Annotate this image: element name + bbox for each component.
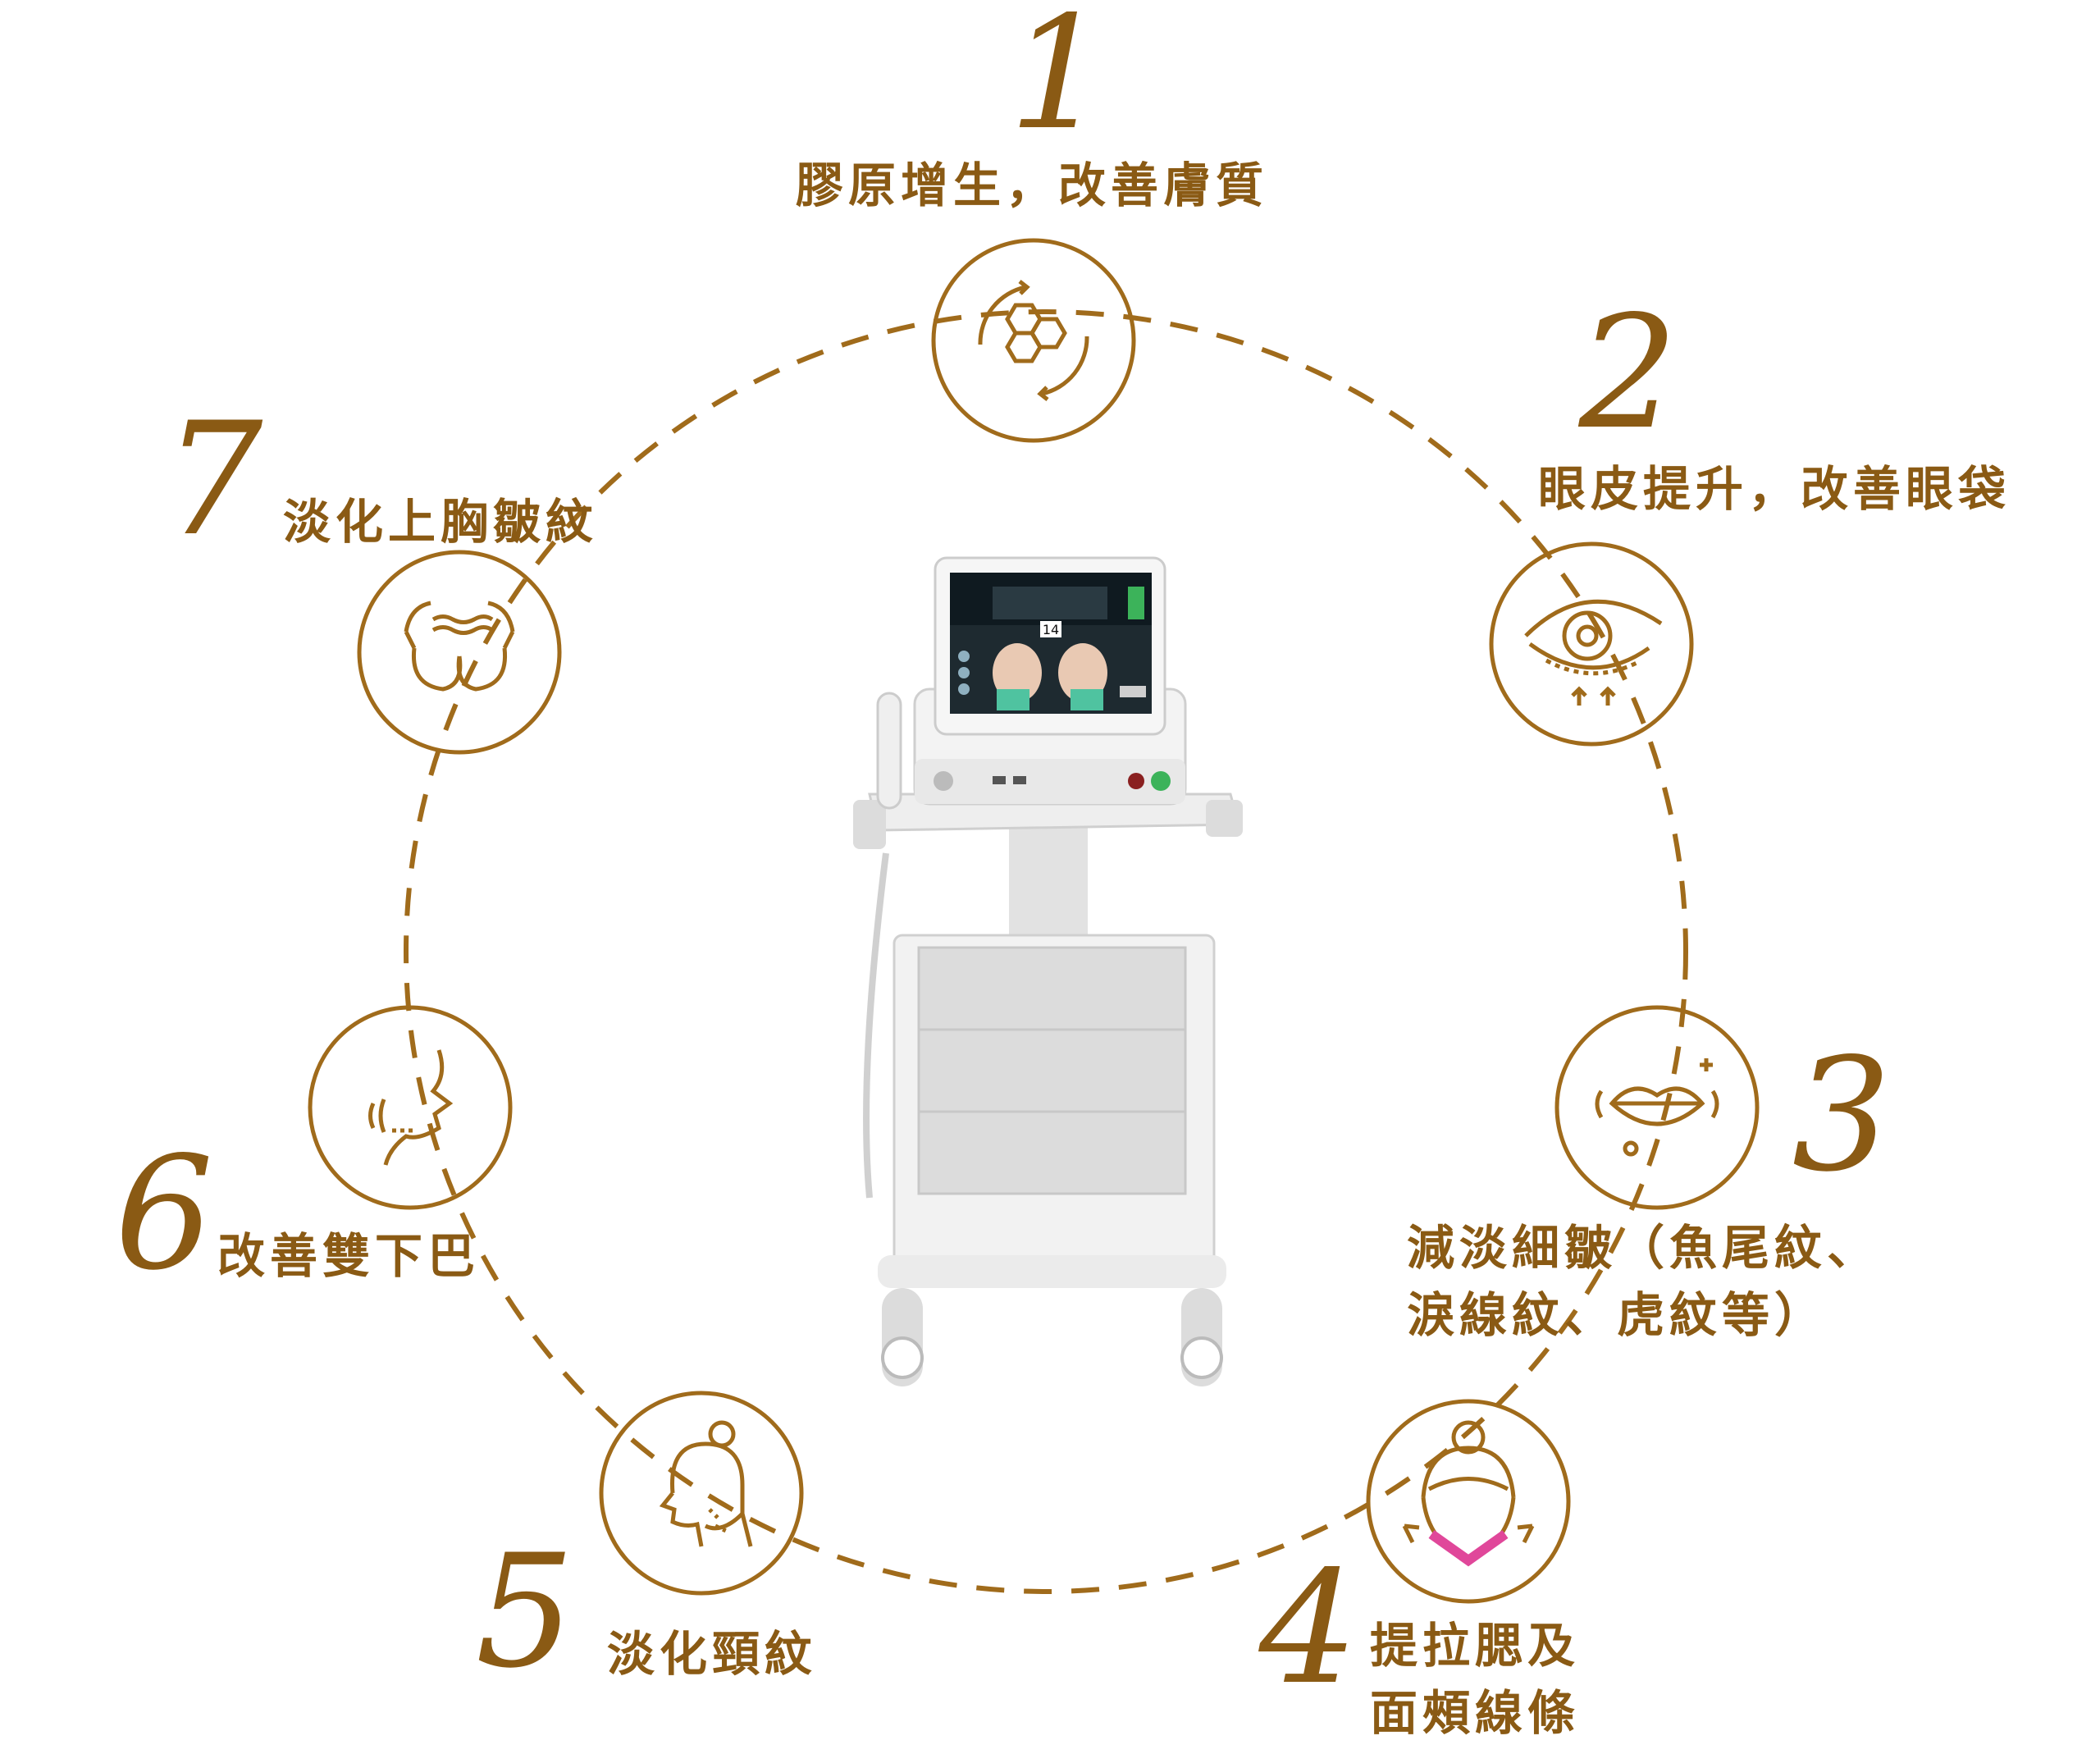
benefit-1-label: 膠原增生，改善膚質	[796, 158, 1269, 213]
benefit-4-label: 提拉腮及 面頰線條	[1370, 1612, 1580, 1747]
benefit-3-label-line2: 淚線紋、虎紋等）	[1407, 1287, 1828, 1343]
chest-icon	[404, 601, 515, 692]
benefit-2-number: 2	[1578, 282, 1678, 464]
benefit-3-number: 3	[1792, 1025, 1892, 1206]
benefit-3-label-line1: 減淡細皺（魚尾紋、	[1407, 1220, 1880, 1276]
benefit-6-number: 6	[115, 1123, 214, 1304]
neck-icon	[659, 1420, 753, 1547]
benefit-4-label-line1: 提拉腮及	[1370, 1618, 1581, 1674]
benefit-6-label: 改善雙下巴	[217, 1228, 481, 1284]
chin-profile-icon	[368, 1049, 454, 1166]
benefit-4-icon: 4	[1258, 1399, 1571, 1719]
benefit-3-label: 減淡細皺（魚尾紋、 淚線紋、虎紋等）	[1407, 1214, 1879, 1349]
benefit-5-number: 5	[476, 1521, 575, 1702]
benefit-7-icon: 7	[164, 389, 562, 755]
dashed-ring	[404, 309, 1688, 1594]
eye-lift-icon	[1524, 599, 1663, 706]
benefit-7-label: 淡化上胸皺紋	[283, 494, 599, 550]
benefit-6-icon: 6	[115, 1005, 513, 1304]
benefit-5-icon: 5	[476, 1391, 804, 1702]
face-contour-icon	[1402, 1420, 1535, 1563]
benefit-5-label: 淡化頸紋	[607, 1626, 818, 1682]
benefit-4-label-line2: 面頰線條	[1370, 1685, 1581, 1741]
hifu-device: 14	[853, 556, 1243, 1386]
benefit-3-icon: 3	[1554, 1005, 1892, 1210]
benefit-7-number: 7	[164, 389, 263, 570]
device-screen-readout: 14	[1043, 622, 1059, 637]
benefit-1-number: 1	[1009, 0, 1108, 164]
benefit-2-label: 眼皮提升，改善眼袋	[1538, 461, 2011, 517]
lips-icon	[1595, 1058, 1719, 1157]
benefit-1-icon: 1	[931, 0, 1136, 443]
collagen-cells-icon	[978, 280, 1089, 401]
benefit-4-number: 4	[1258, 1537, 1358, 1719]
benefit-2-icon: 2	[1489, 282, 1694, 747]
